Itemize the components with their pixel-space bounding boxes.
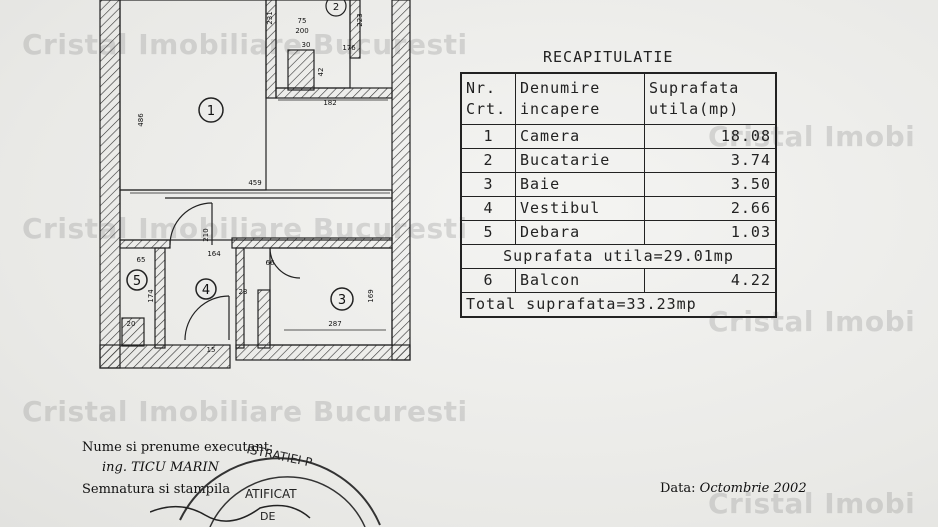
table-row: 3 Baie 3.50	[460, 172, 777, 197]
dimension: 75	[298, 17, 307, 25]
room-number: 3	[338, 293, 346, 308]
signature-label: Semnatura si stampila	[82, 482, 231, 497]
wall	[154, 247, 166, 349]
dimension: 42	[317, 68, 325, 77]
room-number: 4	[202, 283, 210, 298]
wall	[257, 289, 271, 349]
dimension: 200	[295, 27, 308, 35]
watermark: Cristal Imobiliare Bucuresti	[22, 395, 468, 428]
room-number: 1	[207, 104, 215, 119]
wall	[99, 0, 121, 369]
wall	[235, 247, 245, 349]
wall	[391, 0, 411, 361]
dimension: 223	[356, 13, 364, 26]
dimension: 66	[266, 259, 275, 267]
executant-label: Nume si prenume executant:	[82, 440, 274, 455]
dimension: 231	[266, 11, 274, 24]
table-row: 4 Vestibul 2.66	[460, 196, 777, 221]
dimension: 23	[239, 288, 248, 296]
dimension: 176	[342, 44, 356, 52]
header-nr: Nr.Crt.	[460, 72, 516, 125]
watermark: Cristal Imobi	[708, 487, 916, 520]
wall	[119, 239, 171, 249]
total-row: Total suprafata=33.23mp	[460, 292, 777, 318]
dimension: 210	[202, 228, 210, 241]
dimension: 164	[207, 250, 221, 258]
date: Data: Octombrie 2002	[660, 481, 807, 496]
dimension: 15	[207, 346, 216, 354]
recap-title: RECAPITULATIE	[543, 48, 674, 66]
table-row: 1 Camera 18.08	[460, 124, 777, 149]
signature-scribble	[150, 504, 311, 522]
executant-name: ing. TICU MARIN	[102, 460, 219, 475]
room-number: 5	[133, 274, 141, 289]
dimension: 174	[147, 289, 155, 303]
dimension: 65	[137, 256, 146, 264]
floor-plan: 1 2 3 4 5 459 182 287 75 200 30 176 164 …	[99, 0, 411, 369]
dimension: 182	[323, 99, 336, 107]
room-number: 2	[333, 2, 339, 13]
dimension: 30	[302, 41, 311, 49]
stamp-text: ISTRATIEI P	[245, 442, 313, 470]
wall	[287, 49, 315, 91]
dimension: 287	[328, 320, 341, 328]
wall	[121, 317, 145, 347]
dimension: 486	[137, 113, 145, 127]
dimension: 459	[248, 179, 261, 187]
dimension: 169	[367, 289, 375, 302]
stamp: ISTRATIEI P ATIFICAT DE	[150, 442, 381, 527]
table-row: 5 Debara 1.03	[460, 220, 777, 245]
stamp-text: ATIFICAT	[245, 487, 297, 501]
subtotal-row: Suprafata utila=29.01mp	[460, 244, 777, 269]
dimension: 20	[127, 320, 136, 328]
table-row: 6 Balcon 4.22	[460, 268, 777, 293]
stamp-text: DE	[260, 510, 275, 523]
table-row: 2 Bucatarie 3.74	[460, 148, 777, 173]
